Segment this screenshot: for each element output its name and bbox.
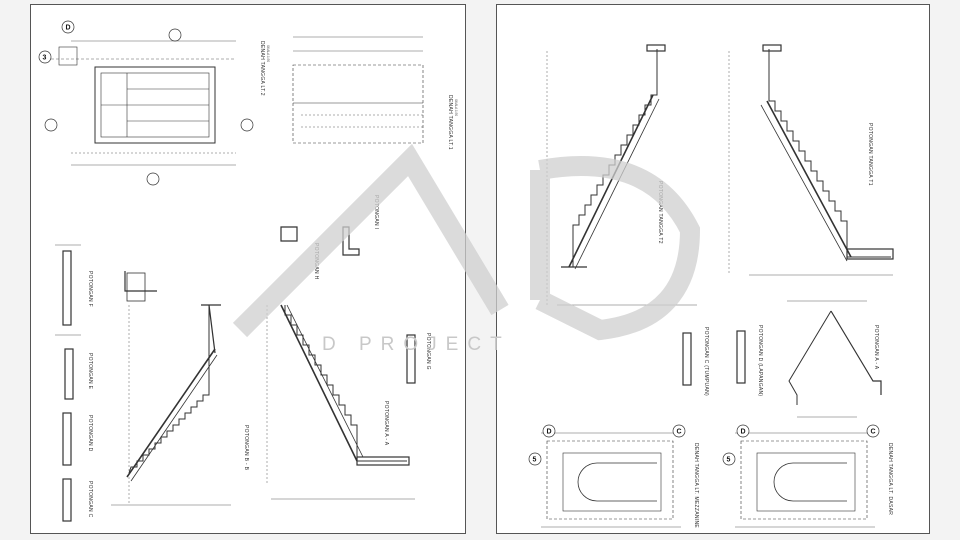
grid-mark-d: D [66, 25, 71, 32]
stair-section-bb [111, 272, 231, 506]
drawing-sheet-right: D C 5 D C 5 POTONGAN TANGGA T2 POTONGAN … [496, 4, 930, 534]
section-title-d: POTONGAN D [87, 415, 93, 452]
plan-title-dasar: DENAH TANGGA LT. DASAR [887, 443, 893, 515]
stair-plan-lt1 [292, 36, 424, 144]
grid-mark-d-dasar: D [741, 429, 746, 436]
stair-plan-mezzanine [541, 432, 681, 528]
stair-plan-lt2 [51, 40, 236, 166]
plan-scale-lt2: SKALA 1:50 [266, 45, 270, 62]
plan-title-lt1: DENAH TANGGA LT.1 [447, 95, 453, 150]
stair-plan-dasar [735, 432, 875, 528]
plan-title-mezzanine: DENAH TANGGA LT. MEZZANINE [693, 443, 699, 528]
grid-mark-d-mezz: D [547, 429, 552, 436]
section-details-hig [124, 226, 416, 384]
section-details-cd [682, 330, 746, 386]
section-title-bb: POTONGAN B - B [243, 425, 249, 471]
section-title-t1: POTONGAN TANGGA T1 [867, 123, 873, 186]
grid-mark-5-dasar: 5 [727, 457, 731, 464]
stair-section-aa [266, 304, 415, 500]
section-title-g: POTONGAN G [425, 333, 431, 370]
section-title-i: POTONGAN I [373, 195, 379, 229]
sheet-right-drawing: D C 5 D C 5 POTONGAN TANGGA T2 POTONGAN … [528, 44, 894, 528]
section-title-h: POTONGAN H [313, 243, 319, 280]
sheet-left-drawing: D 3 DENAH TANGGA LT.2 SKALA 1:50 DENAH T… [38, 20, 458, 522]
drawing-sheet-left: D 3 DENAH TANGGA LT.2 SKALA 1:50 DENAH T… [30, 4, 466, 534]
section-title-c: POTONGAN C [87, 481, 93, 518]
section-title-e: POTONGAN E [87, 353, 93, 390]
section-title-aa: POTONGAN A - A [383, 401, 389, 446]
stair-section-t2 [546, 44, 697, 306]
grid-mark-5-mezz: 5 [533, 457, 537, 464]
section-title-t2: POTONGAN TANGGA T2 [657, 181, 663, 244]
grid-mark-3: 3 [43, 55, 47, 62]
grid-mark-c-mezz: C [677, 429, 682, 436]
plan-title-lt2: DENAH TANGGA LT.2 [259, 41, 265, 96]
stair-section-aa-right [787, 300, 882, 418]
section-title-c-tumpuan: POTONGAN C (TUMPUAN) [703, 327, 709, 396]
stair-section-t1 [728, 44, 894, 276]
section-details-left [55, 244, 81, 522]
section-title-aa-right: POTONGAN A - A [873, 325, 879, 370]
plan-scale-lt1: SKALA 1:50 [454, 99, 458, 116]
section-title-f: POTONGAN F [87, 271, 93, 307]
grid-mark-c-dasar: C [871, 429, 876, 436]
section-title-d-lapangan: POTONGAN D (LAPANGAN) [757, 325, 763, 396]
